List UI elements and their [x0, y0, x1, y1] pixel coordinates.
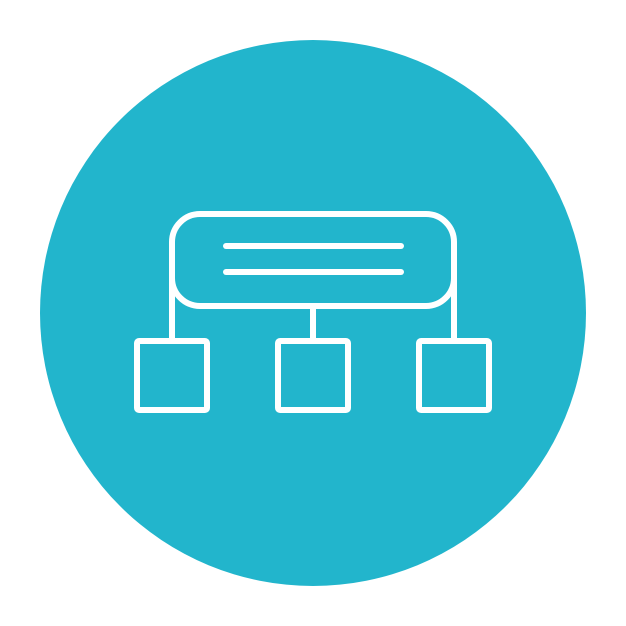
child-node-right: [416, 338, 492, 413]
child-node-left: [134, 338, 210, 413]
child-node-center: [275, 338, 351, 413]
hierarchy-glyph: [134, 211, 492, 413]
